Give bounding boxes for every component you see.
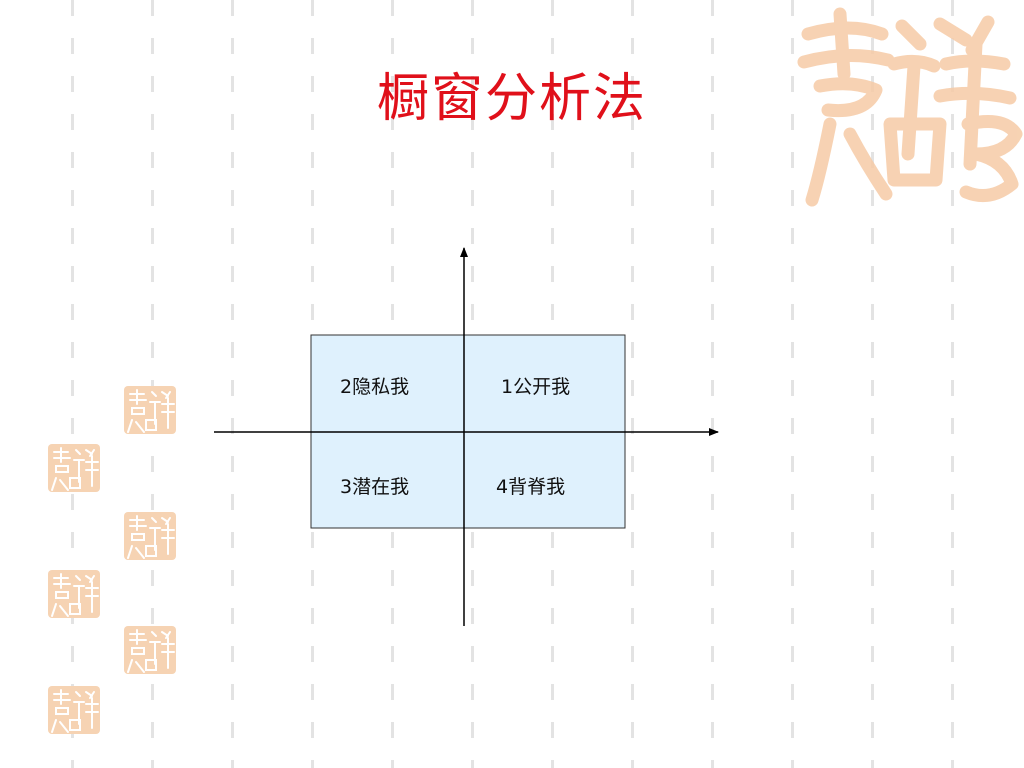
auspicious-seal-small-3: [124, 512, 176, 560]
auspicious-seal-small-1: [124, 386, 176, 434]
quadrant-hidden-self: 2隐私我: [340, 376, 410, 398]
quadrant-blind-self: 4背脊我: [496, 476, 566, 498]
auspicious-seal-small-4: [48, 570, 100, 618]
auspicious-seal-small-2: [48, 444, 100, 492]
auspicious-seal-small-5: [124, 626, 176, 674]
auspicious-seal-small-6: [48, 686, 100, 734]
quadrant-potential-self: 3潜在我: [340, 476, 410, 498]
slide-title: 橱窗分析法: [376, 69, 647, 129]
auspicious-seal-large: [797, 7, 1023, 207]
quadrant-open-self: 1公开我: [501, 376, 571, 398]
